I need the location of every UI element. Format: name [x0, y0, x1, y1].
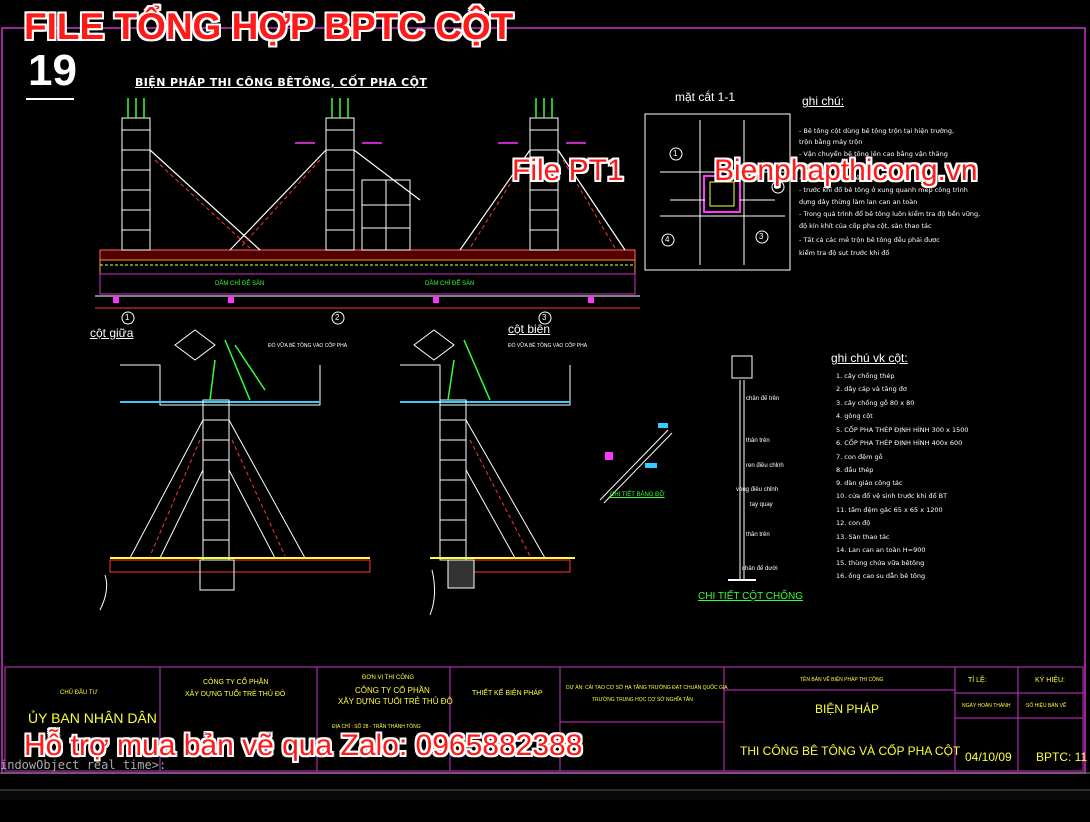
- axis-label-1: 1: [125, 313, 130, 322]
- tb-scale-label: TỈ LỆ:: [968, 677, 987, 684]
- slab-label-right: DẦM CHỈ ĐỂ SÀN: [425, 281, 475, 287]
- axis-label-3: 3: [542, 313, 547, 322]
- tb-drawing-label: TÊN BẢN VẼ BIỆN PHÁP THI CÔNG: [800, 677, 884, 683]
- edge-column-title: cột biên: [508, 322, 551, 336]
- tb-contractor-label: ĐƠN VỊ THI CÔNG: [362, 675, 415, 681]
- legend-title: ghi chú vk cột:: [831, 351, 908, 365]
- section-marker-3: 3: [759, 232, 764, 241]
- notes-title: ghi chú:: [802, 94, 845, 108]
- note-line-3: - Đổ bê tông bằng thủ công: [799, 162, 889, 170]
- slab-label-left: DẦM CHỈ ĐỂ SÀN: [215, 281, 265, 287]
- command-line[interactable]: indowObject real time>:: [0, 758, 167, 772]
- legend-item-8: 9. dàn giáo công tác: [836, 479, 903, 487]
- tb-drawing-subtitle: THI CÔNG BÊ TÔNG VÀ CỐP PHA CỘT: [740, 744, 961, 758]
- tb-owner-label: CHỦ ĐẦU TƯ: [60, 690, 98, 696]
- page-number: 19: [28, 46, 77, 95]
- tb-contractor-address: ĐỊA CHỈ : SỐ 28 - TRẦN THÁNH TÔNG: [332, 724, 421, 730]
- tb-sheet-no: BPTC: 11: [1036, 750, 1088, 764]
- note-line-6: dựng dây thừng làm lan can an toàn: [799, 198, 918, 206]
- section-marker-1: 1: [673, 149, 678, 158]
- legend-item-11: 12. con độ: [836, 519, 871, 527]
- prop-part-3: vòng điều chỉnh: [736, 487, 779, 493]
- edge-column-view: [400, 329, 575, 616]
- note-line-0: - Bê tông cột dùng bê tông trộn tại hiện…: [799, 127, 955, 135]
- tb-date: 04/10/09: [965, 750, 1012, 764]
- legend-item-10: 11. tấm đệm gác 65 x 65 x 1200: [836, 506, 943, 514]
- tb-date-label: NGÀY HOÀN THÀNH: [962, 703, 1011, 709]
- note-line-2: - Vận chuyển bê tông lên cao bằng vận th…: [799, 150, 948, 158]
- legend-item-15: 16. ống cao su dẫn bê tông: [836, 572, 926, 580]
- legend-item-4: 5. CỐP PHA THÉP ĐỊNH HÌNH 300 x 1500: [836, 426, 969, 434]
- file-label-watermark: File PT1: [512, 154, 624, 187]
- prop-part-5: thân trên: [746, 532, 770, 538]
- legend-item-9: 10. cửa đổ vệ sinh trước khi đổ BT: [836, 492, 948, 500]
- tb-owner: ỦY BAN NHÂN DÂN: [28, 710, 157, 726]
- note-line-1: trộn bằng máy trộn: [799, 138, 863, 146]
- middle-column-title: cột giữa: [90, 326, 134, 340]
- note-line-4: - Dùng đầm dùi để đầm bê tông: [799, 174, 904, 182]
- prop-detail-view: [599, 355, 756, 581]
- section-title: mặt cắt 1-1: [675, 90, 736, 104]
- legend-item-3: 4. gông cột: [836, 412, 873, 420]
- legend-item-1: 2. dây cáp và tăng đơ: [836, 385, 907, 393]
- middle-pour-note: ĐỔ VỮA BÊ TÔNG VÀO CỐP PHA: [268, 343, 348, 349]
- tb-project: DỰ ÁN: CẢI TẠO CƠ SỞ HẠ TẦNG TRƯỜNG ĐẠT …: [566, 685, 728, 691]
- middle-column-view: [99, 329, 371, 611]
- axis-label-2: 2: [335, 313, 340, 322]
- tb-company-line2: XÂY DỰNG TUỔI TRẺ THỦ ĐÔ: [185, 691, 286, 698]
- prop-part-0: chân đế trên: [746, 396, 780, 402]
- prop-part-2: ren điều chỉnh: [746, 463, 784, 469]
- page-number-underline: [26, 98, 74, 100]
- note-line-5: - trước khi đổ bê tông ở xung quanh mép …: [799, 186, 968, 194]
- note-line-8: độ kín khít của cốp pha cột, sàn thao tá…: [799, 222, 932, 230]
- section-marker-2: 2: [775, 182, 780, 191]
- prop-part-4: tay quay: [750, 502, 773, 508]
- edge-pour-note: ĐỔ VỮA BÊ TÔNG VÀO CỐP PHA: [508, 343, 588, 349]
- note-line-9: - Tất cả các mẻ trộn bê tông đều phải đư…: [799, 236, 940, 244]
- tb-design-label: THIẾT KẾ BIỆN PHÁP: [472, 690, 543, 697]
- tb-contractor-line2: XÂY DỰNG TUỔI TRẺ THỦ ĐÔ: [338, 697, 453, 706]
- tb-contractor-line1: CÔNG TY CỔ PHẦN: [355, 686, 430, 695]
- main-title: FILE TỔNG HỢP BPTC CỘT: [24, 6, 514, 47]
- tb-sheet-no-label: SỐ HIỆU BẢN VẼ: [1026, 703, 1067, 709]
- legend-item-5: 6. CỐP PHA THÉP ĐỊNH HÌNH 400x 600: [836, 439, 963, 447]
- tb-project-line2: TRƯỜNG TRUNG HỌC CƠ SỞ NGHĨA TÂN: [592, 697, 693, 703]
- legend-item-14: 15. thùng chứa vữa bêtông: [836, 559, 925, 567]
- tb-sheet-label: KÝ HIỆU:: [1035, 677, 1065, 684]
- elevation-view: [95, 98, 640, 325]
- legend-item-2: 3. cây chống gỗ 80 x 80: [836, 399, 915, 407]
- section-view: [644, 113, 791, 271]
- sheet-title: BIỆN PHÁP THI CÔNG BÊTÔNG, CỐT PHA CỘT: [135, 76, 428, 89]
- tb-drawing-title: BIỆN PHÁP: [815, 702, 880, 716]
- prop-part-6: chân đế dưới: [742, 566, 778, 572]
- legend-item-7: 8. đầu thép: [836, 466, 874, 474]
- legend-item-0: 1. cây chống thép: [836, 372, 895, 380]
- note-line-10: kiểm tra độ sụt trước khi đổ: [799, 249, 890, 257]
- support-watermark: Hỗ trợ mua bản vẽ qua Zalo: 0965882388: [24, 729, 583, 762]
- site-name-watermark: Bienphapthicong.vn: [714, 154, 978, 187]
- tb-company-line1: CÔNG TY CỔ PHẦN: [203, 679, 269, 686]
- note-line-7: - Trong quá trình đổ bê tông luôn kiểm t…: [799, 210, 981, 218]
- legend-item-12: 13. Sàn thao tác: [836, 533, 890, 541]
- legend-item-6: 7. con đệm gỗ: [836, 453, 883, 461]
- section-marker-4: 4: [665, 235, 670, 244]
- prop-part-1: thân trên: [746, 438, 770, 444]
- prop-diag-title: CHI TIẾT BẢNG ĐỠ: [610, 492, 665, 498]
- legend-item-13: 14. Lan can an toàn H=900: [836, 546, 926, 554]
- prop-detail-title: CHI TIẾT CỘT CHỐNG: [698, 591, 804, 602]
